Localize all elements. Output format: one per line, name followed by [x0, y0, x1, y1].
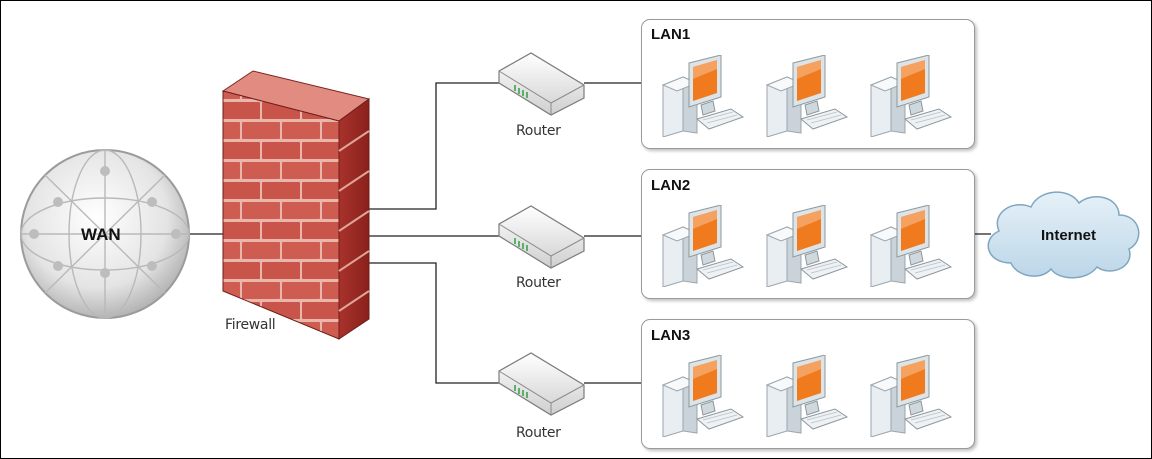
- internet-label: Internet: [1041, 227, 1097, 244]
- internet-cloud-icon: [987, 191, 1140, 279]
- router-label: Router: [516, 275, 561, 291]
- firewall-label: Firewall: [225, 317, 276, 333]
- computer-icon: [653, 54, 745, 138]
- lan3-label: LAN3: [651, 327, 691, 344]
- computer-icon: [653, 204, 745, 288]
- connection-lines: [186, 82, 991, 384]
- firewall-wall-icon: [221, 70, 371, 340]
- lan1-label: LAN1: [651, 26, 691, 43]
- router-label: Router: [516, 123, 561, 139]
- computer-icon: [861, 354, 953, 438]
- computer-icon: [757, 54, 849, 138]
- router-label: Router: [516, 425, 561, 441]
- wan-globe-icon: [20, 149, 190, 319]
- computer-icon: [757, 204, 849, 288]
- router-icon: [498, 205, 585, 269]
- router-icon: [498, 52, 585, 116]
- computer-icon: [653, 354, 745, 438]
- computer-icon: [861, 204, 953, 288]
- computer-icon: [757, 354, 849, 438]
- computer-icon: [861, 54, 953, 138]
- wan-label: WAN: [81, 225, 121, 244]
- router-icon: [498, 352, 585, 416]
- lan2-label: LAN2: [651, 177, 691, 194]
